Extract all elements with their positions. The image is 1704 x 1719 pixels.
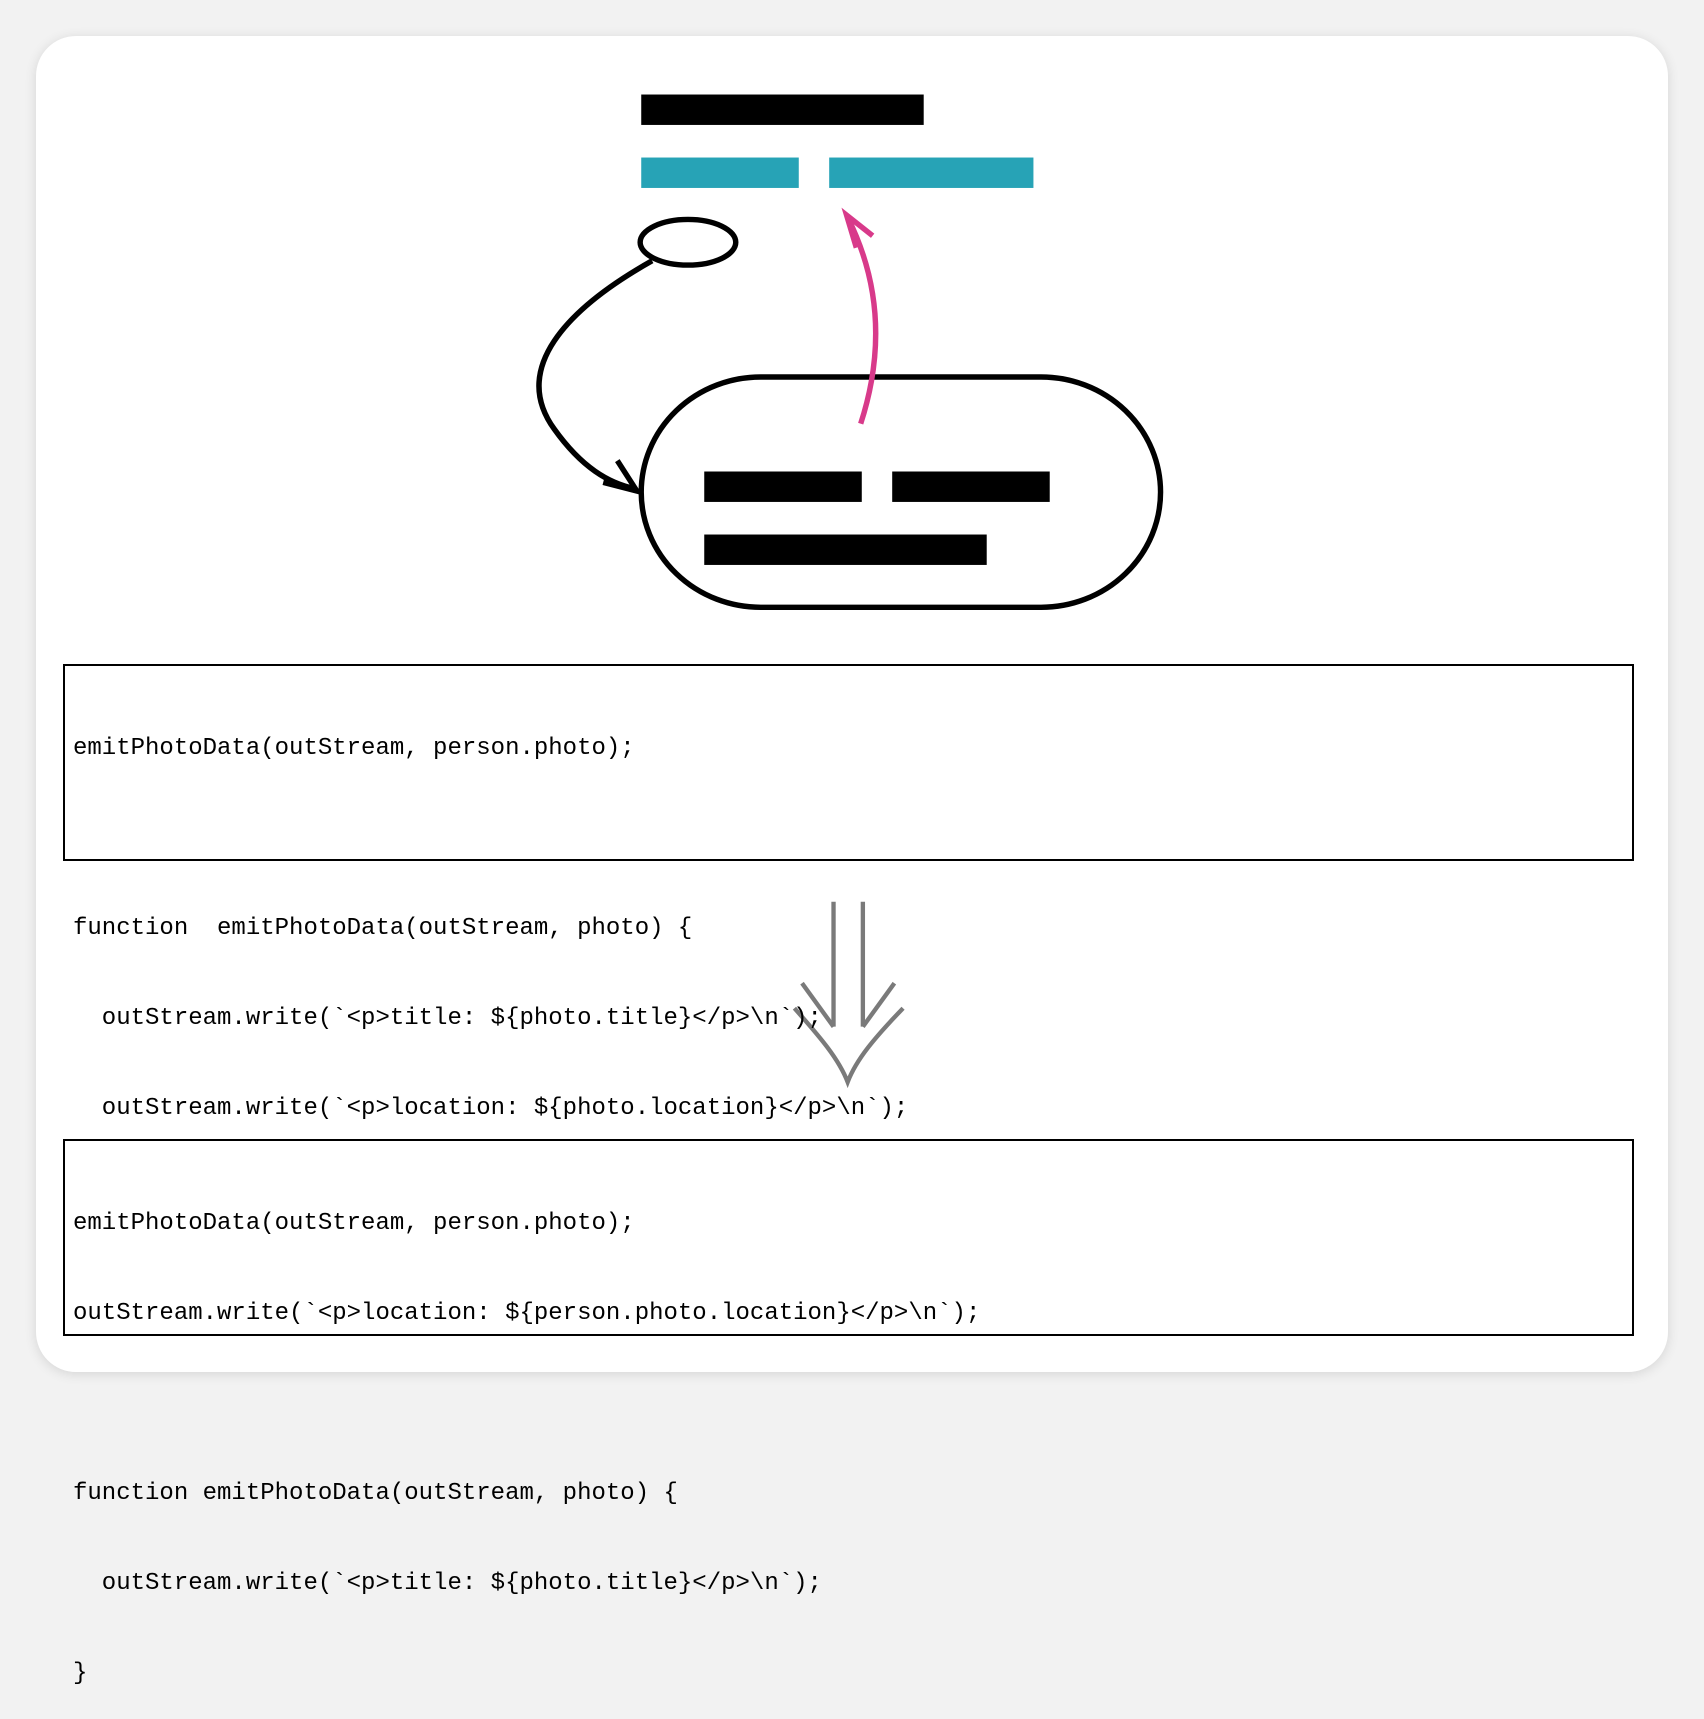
code-block-before: emitPhotoData(outStream, person.photo); …: [63, 664, 1634, 1212]
caller-line-bar: [641, 94, 924, 125]
curved-arrow-pink-icon: [845, 216, 879, 425]
body-bar-1: [704, 471, 862, 502]
code-line: outStream.write(`<p>title: ${photo.title…: [73, 1570, 822, 1597]
code-line: outStream.write(`<p>title: ${photo.title…: [73, 1005, 822, 1032]
code-line: outStream.write(`<p>location: ${photo.lo…: [73, 1095, 909, 1122]
body-bar-2: [892, 471, 1050, 502]
code-line: }: [73, 1660, 88, 1687]
refactor-arrow-down-icon: [792, 901, 905, 1089]
moved-statement-bar-2: [829, 157, 1034, 188]
code-line: emitPhotoData(outStream, person.photo);: [73, 1210, 635, 1237]
code-line: function emitPhotoData(outStream, photo)…: [73, 1480, 678, 1507]
code-block-after: emitPhotoData(outStream, person.photo); …: [63, 1139, 1634, 1687]
arrowhead-black-icon: [602, 459, 643, 496]
diagram: [536, 94, 1164, 1089]
curved-arrow-black-icon: [536, 258, 654, 492]
code-line: [73, 1389, 1632, 1419]
function-body-container-icon: [638, 374, 1164, 611]
code-line: emitPhotoData(outStream, person.photo);: [73, 735, 635, 762]
call-site-oval-icon: [637, 216, 739, 268]
code-line: function emitPhotoData(outStream, photo)…: [73, 915, 693, 942]
code-line: outStream.write(`<p>location: ${person.p…: [73, 1300, 981, 1327]
moved-statement-bar-1: [641, 157, 799, 188]
code-line: [73, 824, 1632, 854]
arrowhead-pink-icon: [841, 207, 875, 249]
body-bar-3: [704, 534, 987, 565]
